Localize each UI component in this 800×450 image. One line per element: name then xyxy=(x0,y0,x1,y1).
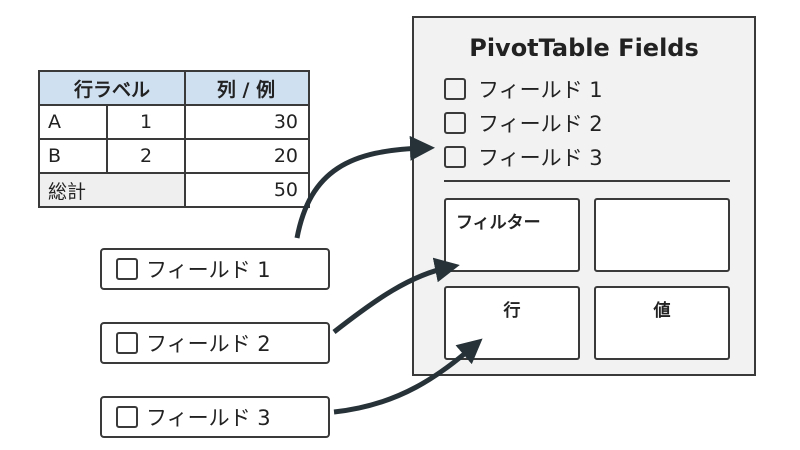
total-value: 50 xyxy=(184,172,310,208)
panel-field-2[interactable]: フィールド 2 xyxy=(444,108,603,138)
header-row-labels: 行ラベル xyxy=(38,70,186,106)
table-row: A 1 30 xyxy=(38,104,310,140)
table-header-row: 行ラベル 列 / 例 xyxy=(38,70,310,106)
pivot-fields-panel: PivotTable Fields フィールド 1 フィールド 2 フィールド … xyxy=(412,16,756,376)
rows-zone-label: 行 xyxy=(503,301,521,321)
total-label: 総計 xyxy=(38,172,186,208)
panel-field-1[interactable]: フィールド 1 xyxy=(444,74,603,104)
values-zone-label: 値 xyxy=(653,301,671,321)
rows-zone[interactable]: 行 xyxy=(444,286,580,360)
cell-key: B xyxy=(38,138,108,174)
cell-key: A xyxy=(38,104,108,140)
values-zone[interactable]: 値 xyxy=(594,286,730,360)
filter-zone[interactable]: フィルター xyxy=(444,198,580,272)
filter-zone-label: フィルター xyxy=(456,213,541,233)
cell-num: 2 xyxy=(106,138,186,174)
field-card-2[interactable]: フィールド 2 xyxy=(100,322,330,364)
header-column-labels: 列 / 例 xyxy=(184,70,310,106)
checkbox-icon[interactable] xyxy=(116,258,138,280)
field-card-1[interactable]: フィールド 1 xyxy=(100,248,330,290)
field-card-label: フィールド 3 xyxy=(146,406,271,430)
columns-zone[interactable] xyxy=(594,198,730,272)
panel-field-3[interactable]: フィールド 3 xyxy=(444,142,603,172)
cell-value: 20 xyxy=(184,138,310,174)
cell-num: 1 xyxy=(106,104,186,140)
checkbox-icon[interactable] xyxy=(444,78,466,100)
panel-title: PivotTable Fields xyxy=(469,34,699,62)
field-card-label: フィールド 2 xyxy=(146,332,271,356)
field-card-3[interactable]: フィールド 3 xyxy=(100,396,330,438)
table-total-row: 総計 50 xyxy=(38,172,310,208)
panel-field-label: フィールド 3 xyxy=(478,146,603,170)
checkbox-icon[interactable] xyxy=(444,112,466,134)
checkbox-icon[interactable] xyxy=(444,146,466,168)
arrow-field-1-to-panel xyxy=(294,135,435,239)
checkbox-icon[interactable] xyxy=(116,332,138,354)
panel-divider xyxy=(444,180,730,182)
table-row: B 2 20 xyxy=(38,138,310,174)
panel-field-label: フィールド 2 xyxy=(478,112,603,136)
panel-field-label: フィールド 1 xyxy=(478,78,603,102)
field-card-label: フィールド 1 xyxy=(146,258,271,282)
source-table: 行ラベル 列 / 例 A 1 30 B 2 20 総計 50 xyxy=(38,70,310,208)
cell-value: 30 xyxy=(184,104,310,140)
checkbox-icon[interactable] xyxy=(116,406,138,428)
